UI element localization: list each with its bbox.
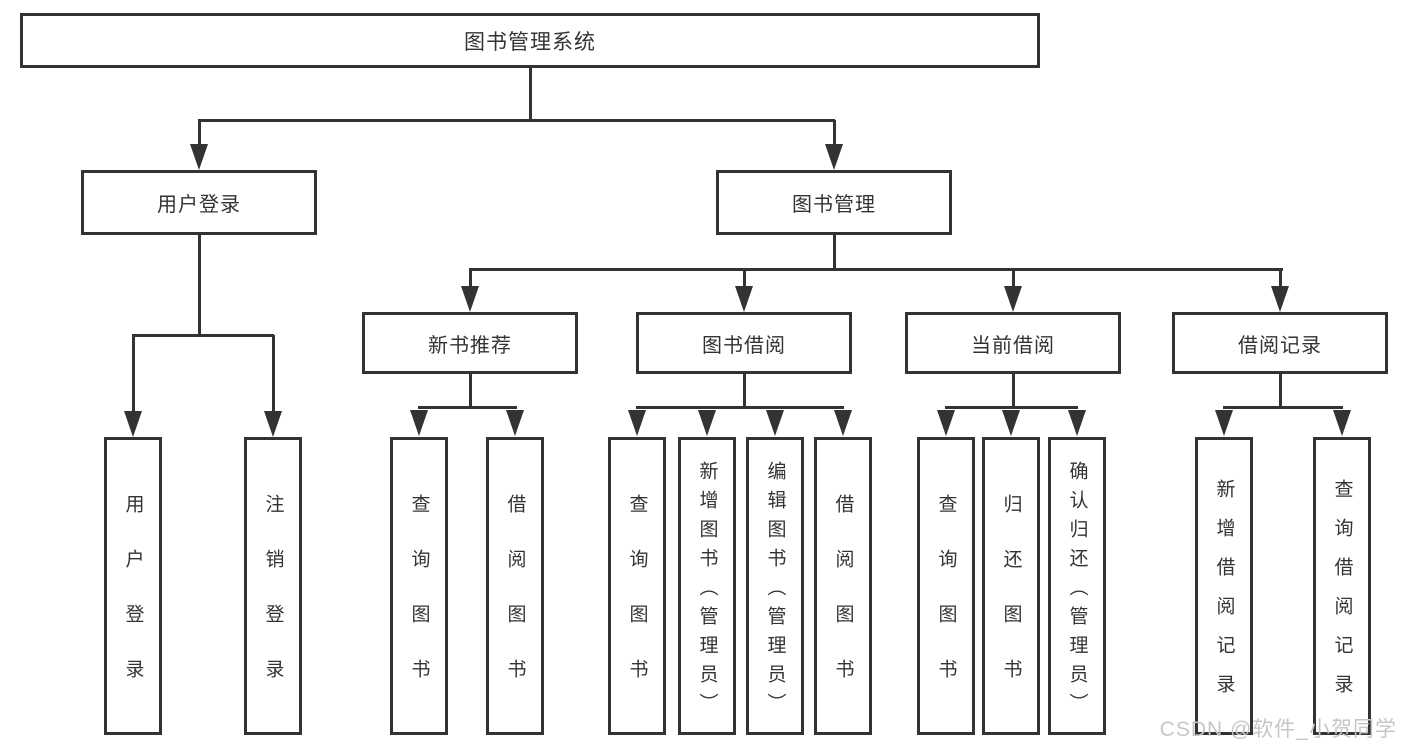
leaf-add-borrow-record: 新增借阅记录	[1195, 437, 1253, 735]
arrow-head	[1271, 286, 1289, 312]
leaf-add-book-admin: 新增图书（管理员）	[678, 437, 736, 735]
node-book-management: 图书管理	[716, 170, 952, 235]
leaf-label: 借阅图书	[832, 494, 854, 714]
leaf-query-books-3: 查询图书	[917, 437, 975, 735]
connector-line	[132, 335, 135, 413]
connector-line	[469, 268, 1283, 271]
connector-line	[198, 119, 835, 122]
leaf-user-login: 用户登录	[104, 437, 162, 735]
node-new-book-recommend: 新书推荐	[362, 312, 578, 374]
arrow-head	[937, 410, 955, 436]
csdn-watermark: CSDN @软件_小贺同学	[1159, 718, 1397, 741]
leaf-label: 注销登录	[262, 494, 284, 714]
connector-line	[272, 335, 275, 413]
node-current-borrowing: 当前借阅	[905, 312, 1121, 374]
arrow-head	[1215, 410, 1233, 436]
leaf-query-books-1: 查询图书	[390, 437, 448, 735]
arrow-head	[190, 144, 208, 170]
arrow-head	[698, 410, 716, 436]
arrow-head	[766, 410, 784, 436]
leaf-borrow-books-1: 借阅图书	[486, 437, 544, 735]
arrow-head	[834, 410, 852, 436]
leaf-query-borrow-record: 查询借阅记录	[1313, 437, 1371, 735]
leaf-label: 查询图书	[935, 494, 957, 714]
node-book-borrowing: 图书借阅	[636, 312, 852, 374]
connector-line	[743, 269, 746, 288]
connector-line	[529, 68, 532, 120]
node-user-login: 用户登录	[81, 170, 317, 235]
arrow-head	[264, 411, 282, 437]
arrow-head	[628, 410, 646, 436]
connector-line	[945, 406, 1078, 409]
connector-line	[132, 334, 274, 337]
connector-line	[198, 235, 201, 335]
leaf-logout: 注销登录	[244, 437, 302, 735]
leaf-label: 查询图书	[626, 494, 648, 714]
arrow-head	[1333, 410, 1351, 436]
leaf-label: 确认归还（管理员）	[1066, 460, 1088, 722]
leaf-edit-book-admin: 编辑图书（管理员）	[746, 437, 804, 735]
connector-line	[1279, 269, 1282, 288]
arrow-head	[1004, 286, 1022, 312]
connector-line	[198, 120, 201, 146]
arrow-head	[825, 144, 843, 170]
arrow-head	[1002, 410, 1020, 436]
leaf-confirm-return-admin: 确认归还（管理员）	[1048, 437, 1106, 735]
connector-line	[418, 406, 517, 409]
connector-line	[1012, 269, 1015, 288]
connector-line	[833, 120, 836, 146]
connector-line	[636, 406, 844, 409]
connector-line	[833, 235, 836, 271]
leaf-label: 新增图书（管理员）	[696, 460, 718, 722]
connector-line	[1279, 374, 1282, 408]
node-borrowing-records: 借阅记录	[1172, 312, 1388, 374]
leaf-label: 新增借阅记录	[1213, 479, 1235, 713]
leaf-borrow-books-2: 借阅图书	[814, 437, 872, 735]
leaf-label: 借阅图书	[504, 494, 526, 714]
leaf-label: 用户登录	[122, 494, 144, 714]
arrow-head	[461, 286, 479, 312]
leaf-label: 查询借阅记录	[1331, 479, 1353, 713]
connector-line	[1223, 406, 1343, 409]
leaf-label: 查询图书	[408, 494, 430, 714]
connector-line	[743, 374, 746, 408]
node-library-system: 图书管理系统	[20, 13, 1040, 68]
leaf-label: 编辑图书（管理员）	[764, 460, 786, 722]
arrow-head	[735, 286, 753, 312]
leaf-query-books-2: 查询图书	[608, 437, 666, 735]
arrow-head	[124, 411, 142, 437]
connector-line	[469, 269, 472, 288]
arrow-head	[1068, 410, 1086, 436]
connector-line	[1012, 374, 1015, 408]
arrow-head	[410, 410, 428, 436]
leaf-return-book: 归还图书	[982, 437, 1040, 735]
arrow-head	[506, 410, 524, 436]
leaf-label: 归还图书	[1000, 494, 1022, 714]
connector-line	[469, 374, 472, 408]
